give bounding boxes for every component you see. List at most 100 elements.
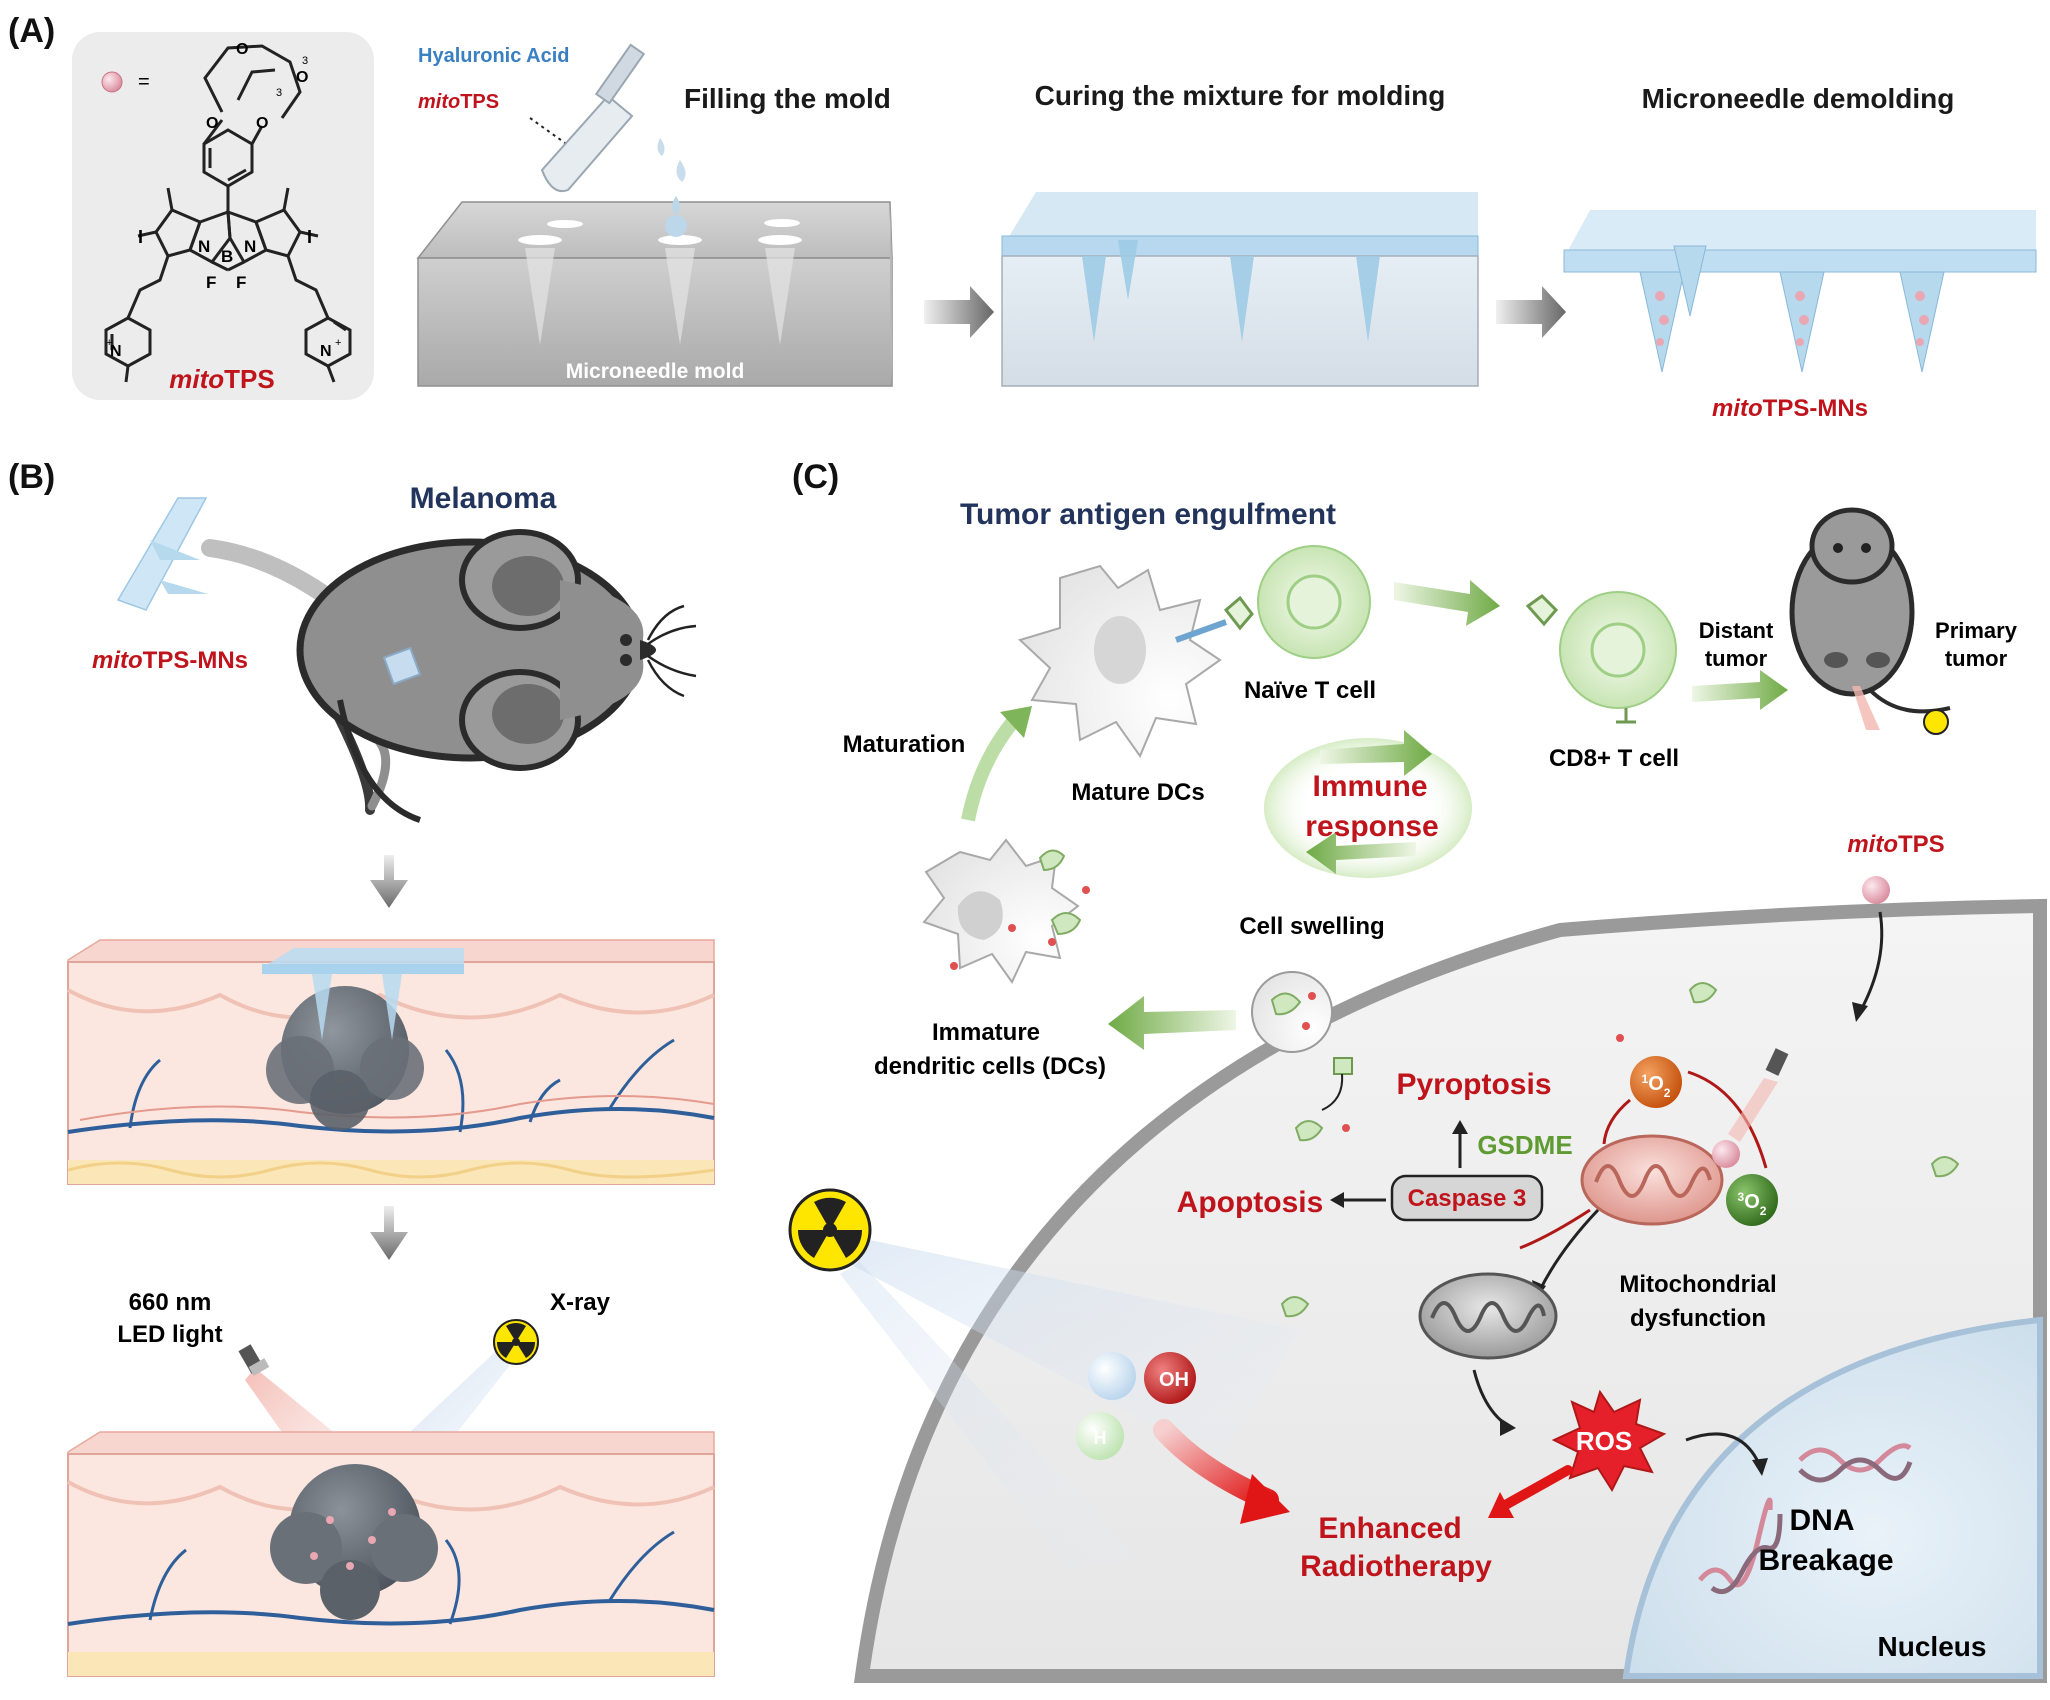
svg-text:O: O [206,115,218,132]
process-arrow-2 [1496,286,1566,338]
nucleus-label: Nucleus [1878,1631,1987,1662]
xray-label: X-ray [550,1289,611,1316]
panel-c-label: (C) [792,458,839,496]
immune-label-1: Immune [1312,770,1427,803]
led-icon [238,1344,270,1376]
immune-label-2: response [1305,810,1438,843]
svg-text:F: F [236,273,246,292]
laser-icon [1728,1048,1789,1142]
dna-label-2: Breakage [1758,1544,1893,1577]
rt-label-2: Radiotherapy [1300,1550,1492,1583]
mito-dys-label-2: dysfunction [1630,1305,1766,1332]
mitotps-label: mitoTPS [1847,831,1944,858]
step-demolding: Microneedle demolding [1642,83,1955,114]
led-label: LED light [117,1321,222,1348]
down-arrow-1 [370,855,408,908]
maturation-arrow [961,713,1022,822]
svg-text:I: I [138,227,143,247]
oh-label: OH [1159,1369,1189,1391]
green-arrow-top [1394,580,1500,626]
patch-label: mitoTPS-MNs [92,647,248,674]
microneedle-mold [416,196,893,387]
green-arrow-dc [1108,996,1236,1050]
svg-text:N: N [198,237,210,256]
radiation-icon-large [788,1188,1300,1570]
svg-text:3: 3 [276,87,282,99]
mouse-illustration [296,529,697,823]
svg-text:N: N [320,343,332,360]
svg-text:N: N [244,237,256,256]
svg-text:O: O [256,115,268,132]
legend-equals: = [138,71,150,93]
triplet-oxygen: 3O2 [1726,1174,1778,1226]
radiation-icon-small [493,1319,539,1365]
pipette-icon [540,43,686,192]
svg-text:+: + [335,337,341,349]
svg-text:1O2: 1O2 [1642,1072,1671,1100]
immature-label-2: dendritic cells (DCs) [874,1053,1106,1080]
gsdme-label: GSDME [1477,1130,1572,1160]
primary-tumor-2: tumor [1945,646,2008,671]
naive-t-cell [1223,545,1371,659]
svg-text:O: O [296,69,308,86]
ros-burst [1551,1389,1667,1493]
cd8-t-cell [1525,591,1677,724]
dna-label-1: DNA [1790,1504,1855,1537]
step-filling-mold: Filling the mold [684,83,891,114]
immune-response-cycle [1264,730,1472,878]
panel-b-label: (B) [8,458,55,496]
h-label: H [1094,1428,1107,1448]
down-arrow-2 [370,1206,408,1260]
svg-text:I: I [307,227,312,247]
panel-a-label: (A) [8,12,55,50]
cd8-label: CD8+ T cell [1549,745,1679,772]
pyroptosis-label: Pyroptosis [1396,1068,1551,1101]
green-arrow-mouse [1692,670,1788,710]
ingredient-hyaluronic-acid: Hyaluronic Acid [418,45,570,67]
mitotps-particle [1862,876,1890,904]
distant-tumor-2: tumor [1705,646,1768,671]
caspase-label: Caspase 3 [1408,1185,1527,1212]
melanoma-title: Melanoma [410,482,557,515]
svg-text:3: 3 [302,55,308,67]
apoptosis-label: Apoptosis [1177,1186,1324,1219]
swelling-cell [1251,971,1353,1111]
skin-section-1 [67,939,715,1185]
mature-dc-label: Mature DCs [1071,779,1204,806]
maturation-label: Maturation [843,731,966,758]
mito-dys-label-1: Mitochondrial [1619,1271,1776,1298]
microneedle-patch [1563,210,2037,373]
svg-text:B: B [221,247,233,266]
antigen-fragments [1280,982,1960,1318]
ros-label: ROS [1576,1426,1632,1456]
dna-icon [1698,1443,1913,1594]
process-arrow-1 [924,286,994,338]
primary-tumor-1: Primary [1935,618,2018,643]
cell-swelling-label: Cell swelling [1239,913,1384,940]
svg-text:F: F [206,273,216,292]
molecule-structure: = [72,32,374,400]
damaged-mitochondrion [1418,1272,1558,1360]
svg-text:3O2: 3O2 [1738,1190,1767,1218]
engulfment-title: Tumor antigen engulfment [960,498,1336,531]
mold-label: Microneedle mold [566,360,745,383]
immature-label-1: Immature [932,1019,1040,1046]
radical-oh [1088,1352,1196,1404]
step-curing: Curing the mixture for molding [1035,80,1446,111]
rt-label-1: Enhanced [1318,1512,1461,1545]
ingredient-mitotps: mitoTPS [418,91,499,113]
naive-t-label: Naïve T cell [1244,677,1376,704]
curing-mold [1001,192,1479,387]
singlet-oxygen: 1O2 [1630,1056,1682,1108]
mn-patch-small [116,497,208,611]
skin-section-2 [67,1431,715,1677]
radical-h [1076,1412,1124,1460]
mouse-topview [1789,507,1951,735]
svg-text:N: N [110,343,122,360]
svg-text:+: + [106,337,112,349]
svg-text:O: O [236,41,248,58]
caspase-box [1390,1174,1544,1222]
mature-dc [1018,564,1228,759]
led-wavelength: 660 nm [129,1289,212,1316]
